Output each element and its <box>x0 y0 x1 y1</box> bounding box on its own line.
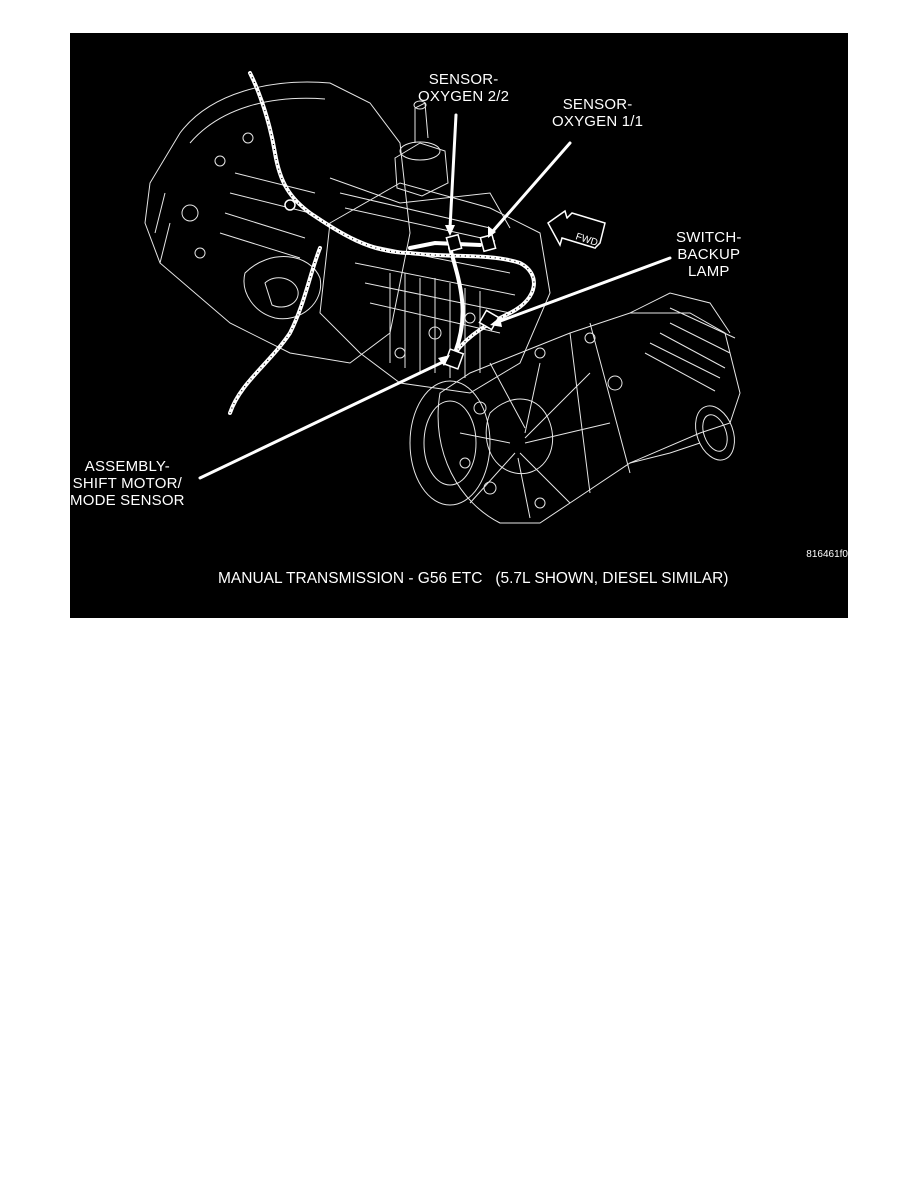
figure-caption: MANUAL TRANSMISSION - G56 ETC (5.7L SHOW… <box>218 570 729 587</box>
callout-oxygen-sensor-2-2: SENSOR- OXYGEN 2/2 <box>418 71 510 105</box>
callout-shift-motor-assembly: ASSEMBLY- SHIFT MOTOR/ MODE SENSOR <box>70 458 185 509</box>
fwd-arrow-icon <box>547 209 606 249</box>
transmission-line-drawing: FWD <box>144 71 741 524</box>
callout-oxygen-sensor-1-1: SENSOR- OXYGEN 1/1 <box>552 96 644 130</box>
figure-id: 816461f0 <box>806 549 848 560</box>
transmission-figure: FWD SENSOR- OXYGEN 2/2 SENSOR- OXYGEN 1/… <box>70 33 848 618</box>
callout-backup-lamp-switch: SWITCH- BACKUP LAMP <box>676 229 742 280</box>
